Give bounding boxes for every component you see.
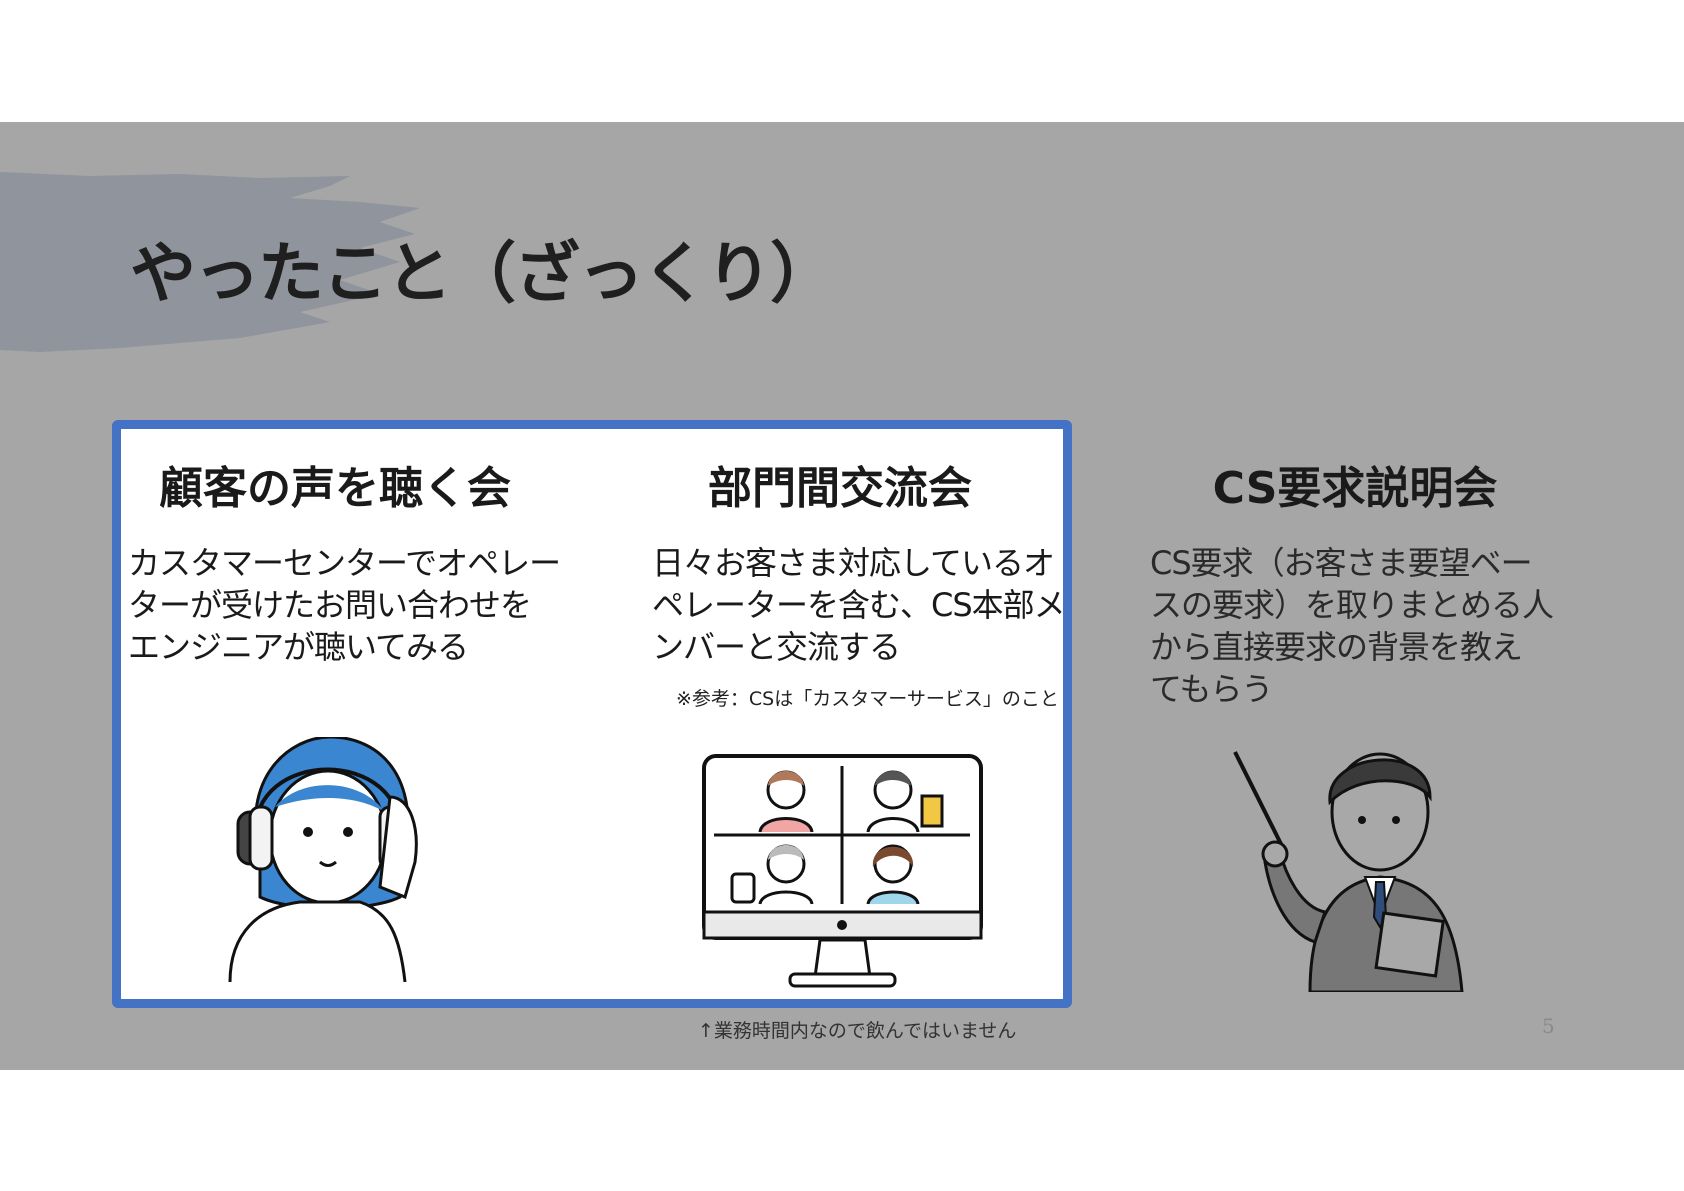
slide-title: やったこと（ざっくり） [130, 235, 836, 312]
column-1-line: ターが受けたお問い合わせを [128, 586, 532, 624]
column-2-line: ペレーターを含む、CS本部メ [652, 586, 1066, 624]
column-3-line: CS要求（お客さま要望ベー [1150, 544, 1533, 582]
presenter-with-pointer-illustration [1233, 751, 1464, 992]
column-2-note: ※参考：CSは「カスタマーサービス」のこと [676, 688, 1059, 710]
column-1-line: カスタマーセンターでオペレー [128, 544, 561, 582]
footnote: ↑業務時間内なので飲んではいません [698, 1020, 1017, 1042]
page-number: 5 [1542, 1014, 1555, 1038]
column-3-line: スの要求）を取りまとめる人 [1150, 586, 1554, 624]
online-meeting-monitor-illustration [702, 754, 983, 988]
column-heading-3: CS要求説明会 [1212, 463, 1498, 514]
column-2-line: ンバーと交流する [652, 628, 901, 666]
column-heading-2: 部門間交流会 [708, 463, 972, 514]
column-body-3: CS要求（お客さま要望ベー スの要求）を取りまとめる人 から直接要求の背景を教え… [1150, 542, 1554, 710]
column-3-line: てもらう [1150, 670, 1273, 708]
column-3-line: から直接要求の背景を教え [1150, 628, 1523, 666]
column-body-2: 日々お客さま対応しているオ ペレーターを含む、CS本部メ ンバーと交流する [652, 542, 1066, 668]
headset-listener-illustration [228, 737, 418, 983]
slide: やったこと（ざっくり） 顧客の声を聴く会 カスタマーセンターでオペレー ターが受… [0, 122, 1684, 1070]
column-2-line: 日々お客さま対応しているオ [652, 544, 1055, 582]
column-body-1: カスタマーセンターでオペレー ターが受けたお問い合わせを エンジニアが聴いてみる [128, 542, 561, 668]
brush-stroke-decoration [0, 172, 420, 352]
column-heading-1: 顧客の声を聴く会 [159, 463, 511, 514]
column-1-line: エンジニアが聴いてみる [128, 628, 469, 666]
